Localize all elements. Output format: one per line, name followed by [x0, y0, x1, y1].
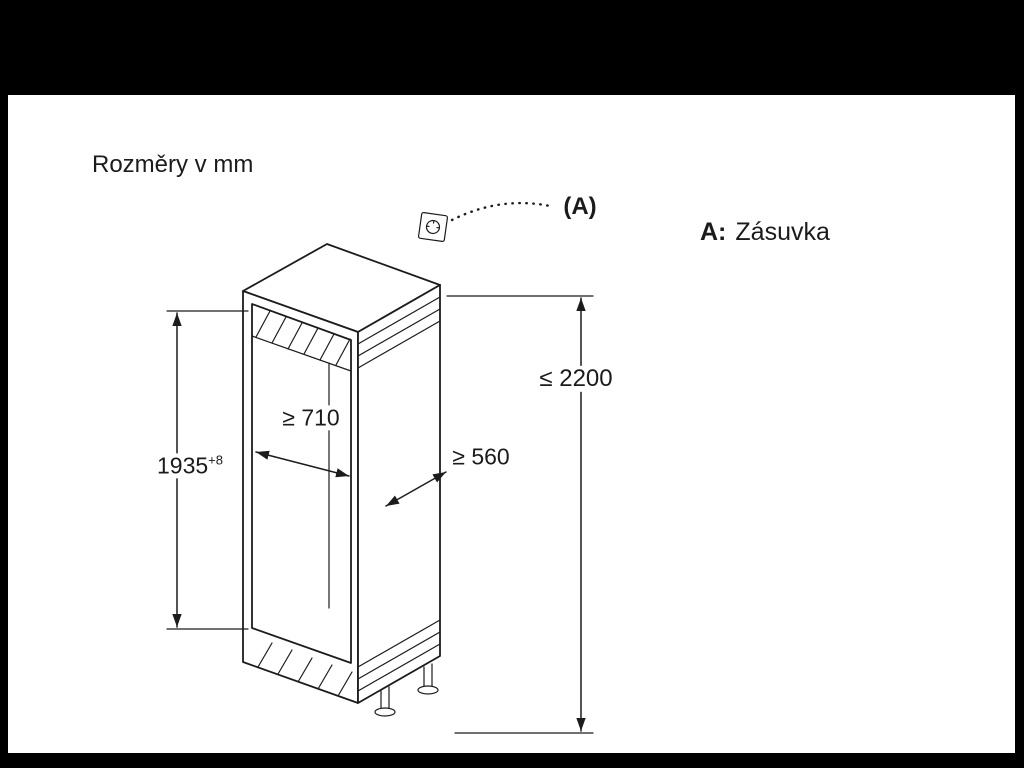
plinth-hatch [257, 642, 353, 697]
diagram-title: Rozměry v mm [92, 151, 254, 178]
adjustable-feet [374, 663, 439, 717]
side-bottom-hatch [357, 619, 441, 692]
dim-niche-depth-label: ≥ 560 [448, 444, 514, 470]
dim-niche-height-tolerance: +8 [208, 452, 223, 468]
side-top-hatch [357, 296, 441, 369]
dim-niche-height-value: 1935 [157, 452, 209, 479]
dim-max-height-label: ≤ 2200 [535, 365, 617, 393]
callout-dotted-line [450, 201, 552, 222]
dim-niche-height-label: 1935+8 [153, 452, 227, 479]
legend-socket: A: Zásuvka [700, 218, 830, 247]
legend-value: Zásuvka [735, 218, 830, 246]
dim-niche-width-label: ≥ 710 [278, 405, 344, 431]
cabinet-niche [242, 243, 441, 717]
socket-icon [417, 211, 449, 243]
socket-callout-label: (A) [563, 192, 597, 220]
legend-key: A: [700, 218, 727, 246]
top-hatch [255, 310, 351, 366]
